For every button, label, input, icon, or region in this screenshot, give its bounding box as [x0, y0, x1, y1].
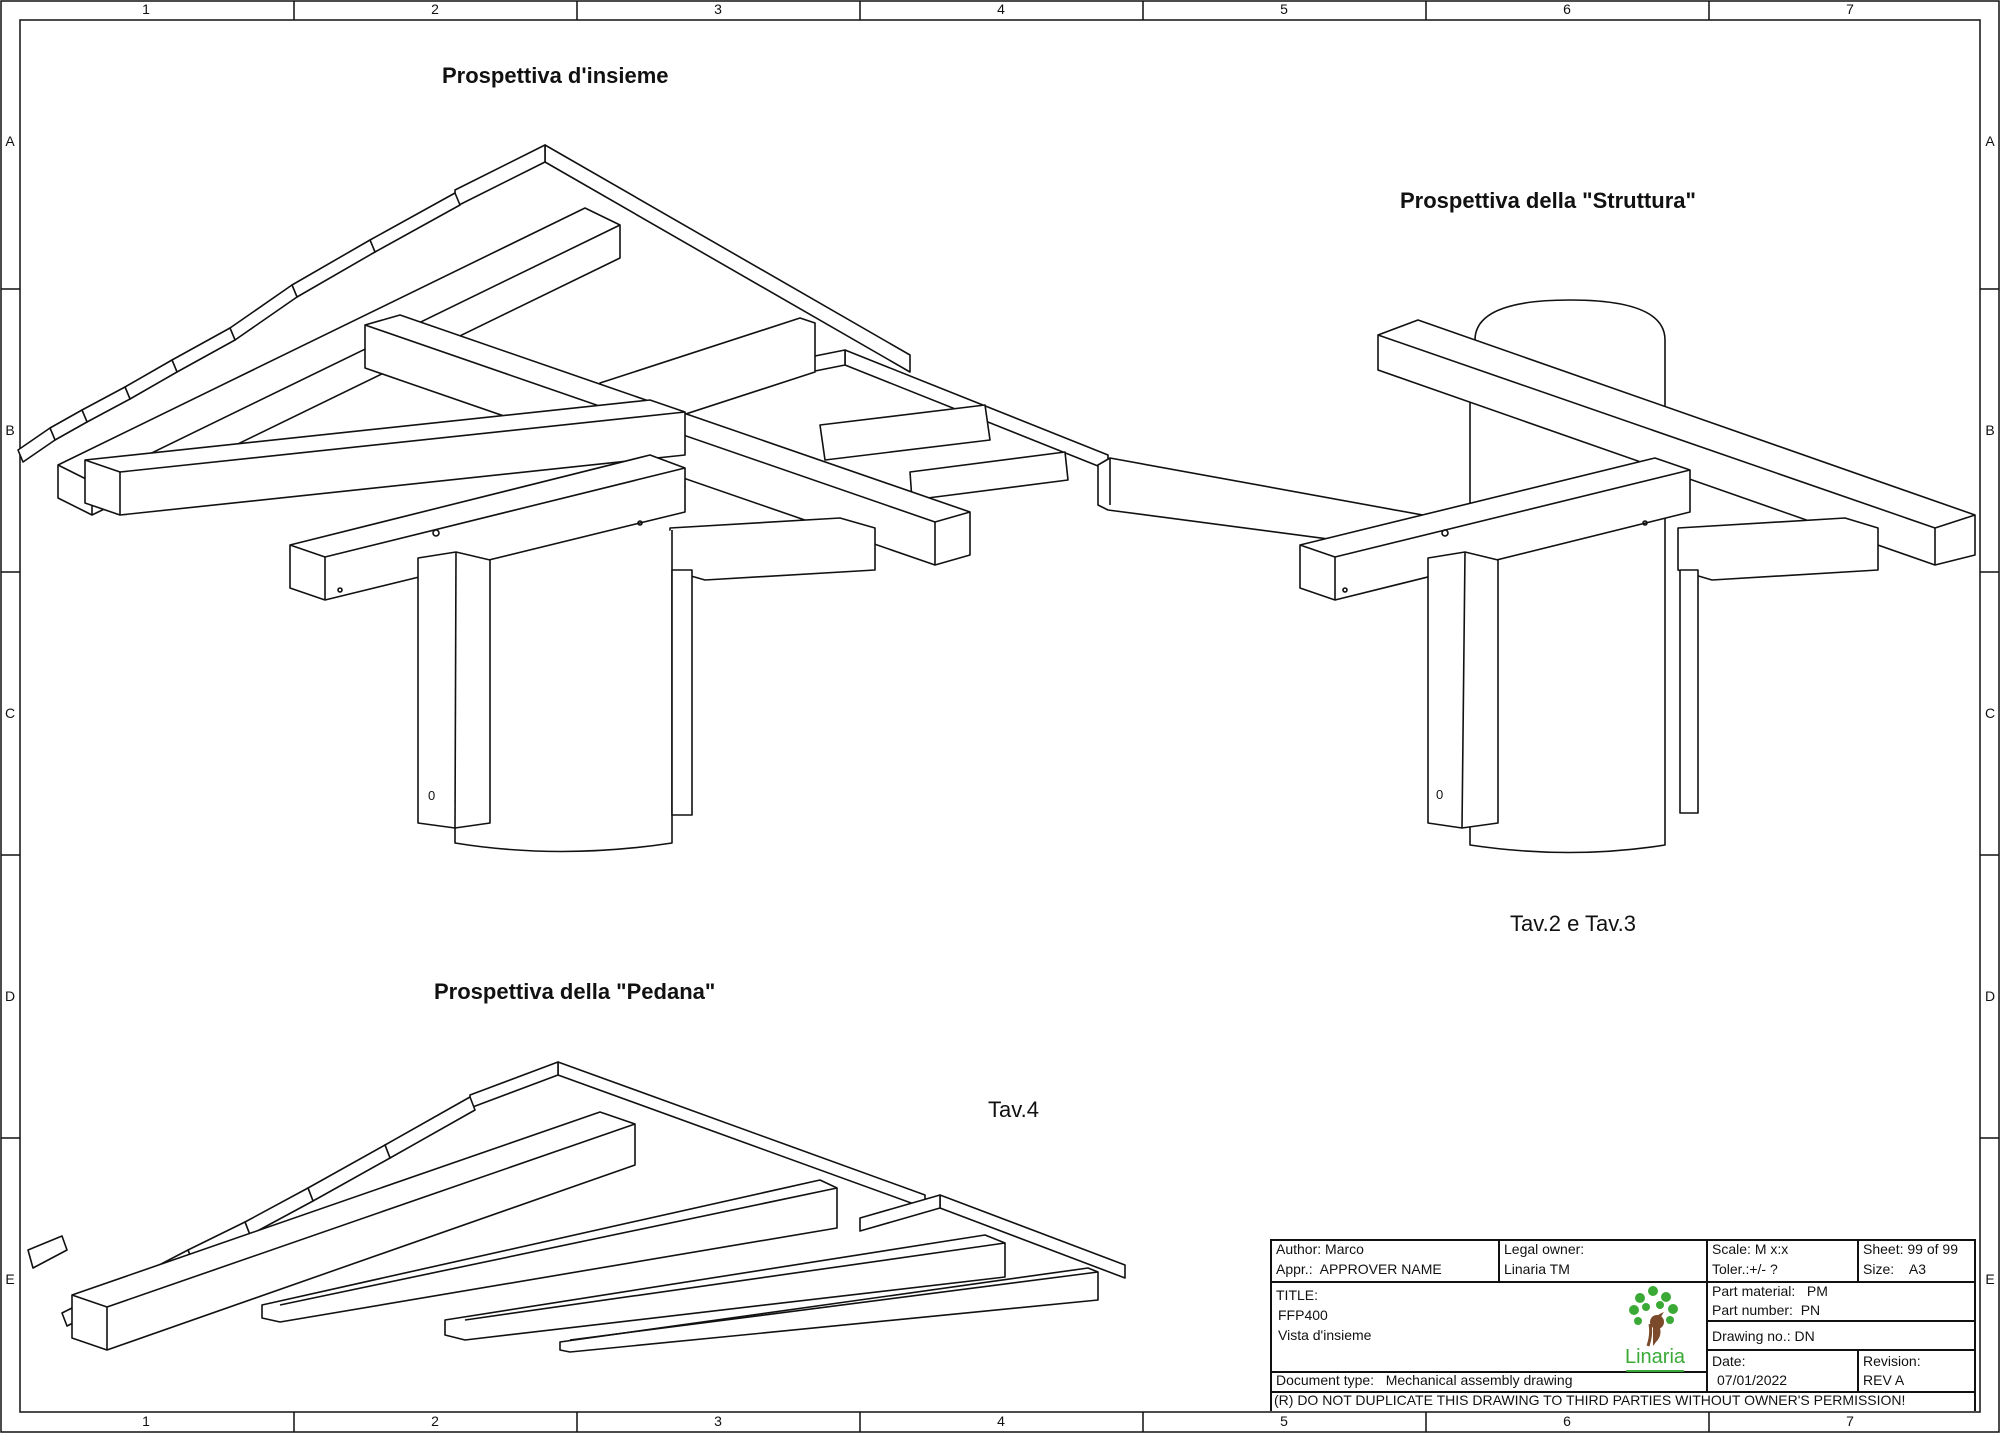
platform-sheet-reference: Tav.4 — [988, 1097, 1039, 1122]
author-label: Author: — [1276, 1241, 1322, 1257]
column-label-5: 5 — [1280, 1, 1288, 17]
title-block: Author: Marco Appr.: APPROVER NAME Legal… — [1270, 1239, 1976, 1411]
row-label-d: D — [4, 988, 16, 1004]
scale-value: M x:x — [1754, 1241, 1789, 1257]
drawing-no-label: Drawing no.: — [1712, 1328, 1791, 1344]
approver-value: APPROVER NAME — [1319, 1261, 1442, 1277]
revision-label: Revision: — [1863, 1353, 1921, 1369]
column-label-6: 6 — [1563, 1, 1571, 17]
document-type-label: Document type: — [1276, 1372, 1375, 1388]
column-label-bottom-4: 4 — [997, 1413, 1005, 1429]
revision-value: REV A — [1863, 1372, 1905, 1388]
hole-mark-right: 0 — [1436, 787, 1443, 802]
tree-icon — [1629, 1286, 1678, 1347]
size-value: A3 — [1908, 1261, 1927, 1277]
column-label-bottom-5: 5 — [1280, 1413, 1288, 1429]
sheet-label: Sheet: — [1863, 1241, 1904, 1257]
part-number-label: Part number: — [1712, 1302, 1793, 1318]
assembly-view-drawing: 0 — [17, 144, 1109, 853]
drawing-title-line2: Vista d'insieme — [1278, 1327, 1372, 1343]
row-label-e: E — [5, 1271, 15, 1287]
hole-mark-left: 0 — [428, 788, 435, 803]
part-material-value: PM — [1806, 1283, 1828, 1299]
date-value: 07/01/2022 — [1717, 1372, 1788, 1388]
column-label-bottom-7: 7 — [1846, 1413, 1854, 1429]
row-label-right-d: D — [1984, 988, 1996, 1004]
column-label-7: 7 — [1846, 1, 1854, 17]
row-label-right-e: E — [1985, 1271, 1995, 1287]
title-label: TITLE: — [1276, 1287, 1319, 1303]
column-label-3: 3 — [714, 1, 722, 17]
linaria-logo: Linaria — [1620, 1280, 1690, 1372]
column-label-2: 2 — [431, 1, 439, 17]
row-label-right-c: C — [1984, 705, 1996, 721]
column-label-1: 1 — [142, 1, 150, 17]
row-label-right-a: A — [1985, 133, 1995, 149]
structure-view-drawing: 0 — [1097, 299, 1976, 854]
structure-view-title: Prospettiva della "Struttura" — [1400, 188, 1696, 213]
platform-view-drawing — [27, 1061, 1126, 1353]
structure-sheet-reference: Tav.2 e Tav.3 — [1510, 911, 1636, 936]
size-label: Size: — [1863, 1261, 1895, 1277]
copyright-notice: (R) DO NOT DUPLICATE THIS DRAWING TO THI… — [1274, 1392, 1906, 1408]
row-label-right-b: B — [1985, 422, 1995, 438]
column-label-4: 4 — [997, 1, 1005, 17]
document-type-value: Mechanical assembly drawing — [1385, 1372, 1573, 1388]
assembly-view-title: Prospettiva d'insieme — [442, 63, 669, 88]
column-label-bottom-3: 3 — [714, 1413, 722, 1429]
date-label: Date: — [1712, 1353, 1746, 1369]
column-label-bottom-1: 1 — [142, 1413, 150, 1429]
row-label-c: C — [4, 705, 16, 721]
tolerance-label: Toler.: — [1712, 1261, 1750, 1277]
column-label-bottom-6: 6 — [1563, 1413, 1571, 1429]
drawing-no-value: DN — [1794, 1328, 1815, 1344]
sheet-value: 99 of 99 — [1907, 1241, 1958, 1257]
part-material-label: Part material: — [1712, 1283, 1796, 1299]
column-label-bottom-2: 2 — [431, 1413, 439, 1429]
platform-view-title: Prospettiva della "Pedana" — [434, 979, 716, 1004]
drawing-title-line1: FFP400 — [1278, 1307, 1328, 1323]
scale-label: Scale: — [1712, 1241, 1751, 1257]
row-label-a: A — [5, 133, 15, 149]
part-number-value: PN — [1800, 1302, 1821, 1318]
logo-wordmark: Linaria — [1624, 1346, 1686, 1368]
row-label-b: B — [5, 422, 15, 438]
tolerance-value: +/- ? — [1749, 1261, 1778, 1277]
legal-owner-value: Linaria TM — [1504, 1261, 1570, 1277]
legal-owner-label: Legal owner: — [1504, 1241, 1585, 1257]
author-value: Marco — [1325, 1241, 1364, 1257]
approver-label: Appr.: — [1276, 1261, 1313, 1277]
